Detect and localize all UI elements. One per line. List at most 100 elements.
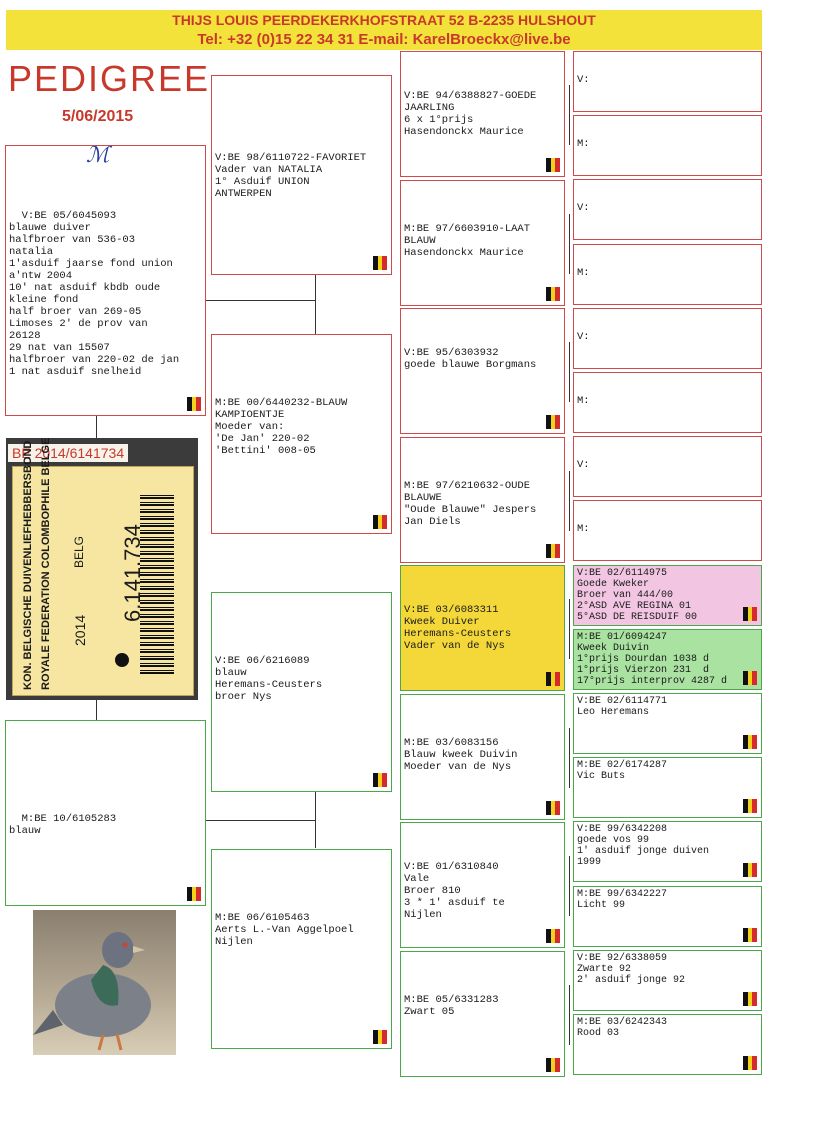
ancestor-box: M:: [573, 115, 762, 177]
ring-punch-hole: [115, 653, 129, 667]
ancestor-box-text: M:: [577, 266, 590, 279]
ancestor-box-text: V:BE 92/6338059 Zwarte 92 2' asduif jong…: [577, 952, 686, 986]
connector: [569, 856, 570, 916]
belgium-flag-icon: [546, 672, 560, 686]
great-grandparent-box: V:BE 03/6083311 Kweek Duiver Heremans-Ce…: [400, 565, 565, 691]
great-grandparent-box-text: M:BE 97/6210632-OUDE BLAUWE "Oude Blauwe…: [404, 479, 537, 528]
ancestor-box: V:: [573, 179, 762, 241]
belgium-flag-icon: [546, 286, 560, 301]
great-grandparent-box: M:BE 05/6331283 Zwart 05: [400, 950, 565, 1077]
subject-dam-text: M:BE 10/6105283 blauw: [9, 813, 117, 837]
ancestor-box: M:BE 01/6094247 Kweek Duivin 1°prijs Dou…: [573, 628, 762, 690]
connector: [96, 700, 97, 720]
grandparent-box: V:BE 98/6110722-FAVORIET Vader van NATAL…: [211, 75, 392, 275]
belgium-flag-icon: [743, 670, 757, 685]
belgium-flag-icon: [743, 606, 757, 621]
ancestor-box: V:BE 99/6342208 goede vos 99 1' asduif j…: [573, 821, 762, 883]
belgium-flag-icon: [743, 799, 757, 814]
ancestor-box-text: M:BE 01/6094247 Kweek Duivin 1°prijs Dou…: [577, 631, 728, 687]
great-grandparent-box-text: M:BE 05/6331283 Zwart 05: [404, 993, 499, 1018]
ancestor-box: V:: [573, 307, 762, 369]
grandparent-box: V:BE 06/6216089 blauw Heremans-Ceusters …: [211, 592, 392, 792]
great-grandparent-box-text: V:BE 03/6083311 Kweek Duiver Heremans-Ce…: [404, 604, 512, 652]
great-grandparent-box-text: V:BE 95/6303932 goede blauwe Borgmans: [404, 347, 537, 371]
pigeon-photo: [33, 910, 176, 1055]
belgium-flag-icon: [187, 397, 201, 411]
belgium-flag-icon: [546, 800, 560, 815]
ancestor-box: M:: [573, 372, 762, 433]
great-grandparent-box: V:BE 95/6303932 goede blauwe Borgmans: [400, 308, 565, 434]
connector: [315, 792, 316, 848]
contact-info: Tel: +32 (0)15 22 34 31 E-mail: KarelBro…: [197, 31, 571, 48]
subject-sire-box: ℳ V:BE 05/6045093 blauwe duiver halfbroe…: [5, 145, 206, 416]
grandparent-box-text: V:BE 06/6216089 blauw Heremans-Ceusters …: [215, 655, 323, 703]
ring-number-label: BE 2014/6141734: [8, 444, 129, 462]
connector: [569, 85, 570, 145]
subject-dam-box: M:BE 10/6105283 blauw: [5, 720, 206, 906]
great-grandparent-box-text: M:BE 97/6603910-LAAT BLAUW Hasendonckx M…: [404, 222, 531, 259]
great-grandparent-box-text: V:BE 94/6388827-GOEDE JAARLING 6 x 1°pri…: [404, 90, 537, 138]
belgium-flag-icon: [373, 515, 387, 529]
ancestor-box: M:: [573, 500, 762, 562]
ancestor-box-text: M:: [577, 395, 590, 407]
ancestor-box-text: V:: [577, 74, 590, 86]
grandparent-box-text: V:BE 98/6110722-FAVORIET Vader van NATAL…: [215, 152, 367, 200]
ancestor-box-text: M:: [577, 523, 590, 536]
ancestor-box-text: V:BE 99/6342208 goede vos 99 1' asduif j…: [577, 824, 710, 869]
belgium-flag-icon: [373, 1030, 387, 1044]
connector: [569, 213, 570, 274]
ancestor-box-text: V:BE 02/6114975 Goede Kweker Broer van 4…: [577, 567, 698, 623]
belgium-flag-icon: [546, 158, 560, 172]
belgium-flag-icon: [546, 415, 560, 429]
ring-barcode: [140, 494, 174, 674]
great-grandparent-box: V:BE 01/6310840 Vale Broer 810 3 * 1' as…: [400, 822, 565, 948]
ancestor-box-text: V:: [577, 202, 590, 215]
connector: [315, 274, 316, 334]
belgium-flag-icon: [373, 256, 387, 270]
ancestor-box: M:BE 02/6174287 Vic Buts: [573, 757, 762, 819]
great-grandparent-box: M:BE 97/6603910-LAAT BLAUW Hasendonckx M…: [400, 179, 565, 306]
belgium-flag-icon: [743, 1056, 757, 1070]
great-grandparent-box-text: V:BE 01/6310840 Vale Broer 810 3 * 1' as…: [404, 861, 505, 921]
belgium-flag-icon: [546, 929, 560, 943]
connector: [96, 416, 97, 438]
connector: [205, 300, 315, 301]
handwritten-signature: ℳ: [86, 145, 110, 168]
page-title: PEDIGREE: [8, 58, 211, 99]
ancestor-box-text: M:BE 02/6174287 Vic Buts: [577, 760, 668, 783]
ancestor-box: M:BE 03/6242343 Rood 03: [573, 1014, 762, 1075]
belgium-flag-icon: [187, 887, 201, 901]
ancestor-box: V:: [573, 51, 762, 112]
great-grandparent-box: M:BE 03/6083156 Blauw kweek Duivin Moede…: [400, 693, 565, 820]
grandparent-box: M:BE 00/6440232-BLAUW KAMPIOENTJE Moeder…: [211, 334, 392, 534]
belgium-flag-icon: [743, 991, 757, 1006]
great-grandparent-box-text: M:BE 03/6083156 Blauw kweek Duivin Moede…: [404, 736, 518, 773]
pigeon-illustration: [33, 932, 151, 1051]
belgium-flag-icon: [743, 863, 757, 878]
pedigree-date: 5/06/2015: [62, 108, 134, 125]
ancestor-box-text: M:BE 99/6342227 Licht 99: [577, 888, 668, 911]
ancestor-box-text: M:: [577, 138, 590, 151]
belgium-flag-icon: [373, 773, 387, 787]
connector: [569, 470, 570, 531]
connector: [569, 984, 570, 1045]
ancestor-box-text: M:BE 03/6242343 Rood 03: [577, 1017, 668, 1039]
ancestor-box: V:BE 02/6114771 Leo Heremans: [573, 693, 762, 754]
belgium-flag-icon: [546, 543, 560, 558]
belgium-flag-icon: [743, 735, 757, 749]
grandparent-box-text: M:BE 06/6105463 Aerts L.-Van Aggelpoel N…: [215, 912, 354, 948]
ancestor-box: M:: [573, 243, 762, 305]
connector: [205, 820, 315, 821]
ancestor-box: V:: [573, 436, 762, 498]
ancestor-box-text: V:: [577, 330, 590, 343]
ancestor-box-text: V:BE 02/6114771 Leo Heremans: [577, 696, 668, 718]
ancestor-box: V:BE 92/6338059 Zwarte 92 2' asduif jong…: [573, 949, 762, 1011]
ring-org-dutch: KON. BELGISCHE DUIVENLIEFHEBBERSBOND: [22, 440, 34, 690]
ring-org-french: ROYALE FEDERATION COLOMBOPHILE BELGE: [40, 437, 52, 690]
contact-header: THIJS LOUIS PEERDEKERKHOFSTRAAT 52 B-223…: [6, 10, 762, 50]
belgium-flag-icon: [743, 927, 757, 942]
ancestor-box: M:BE 99/6342227 Licht 99: [573, 885, 762, 947]
ring-year: 2014: [72, 614, 88, 646]
subject-sire-text: V:BE 05/6045093 blauwe duiver halfbroer …: [9, 210, 180, 378]
owner-address: THIJS LOUIS PEERDEKERKHOFSTRAAT 52 B-223…: [172, 12, 596, 28]
